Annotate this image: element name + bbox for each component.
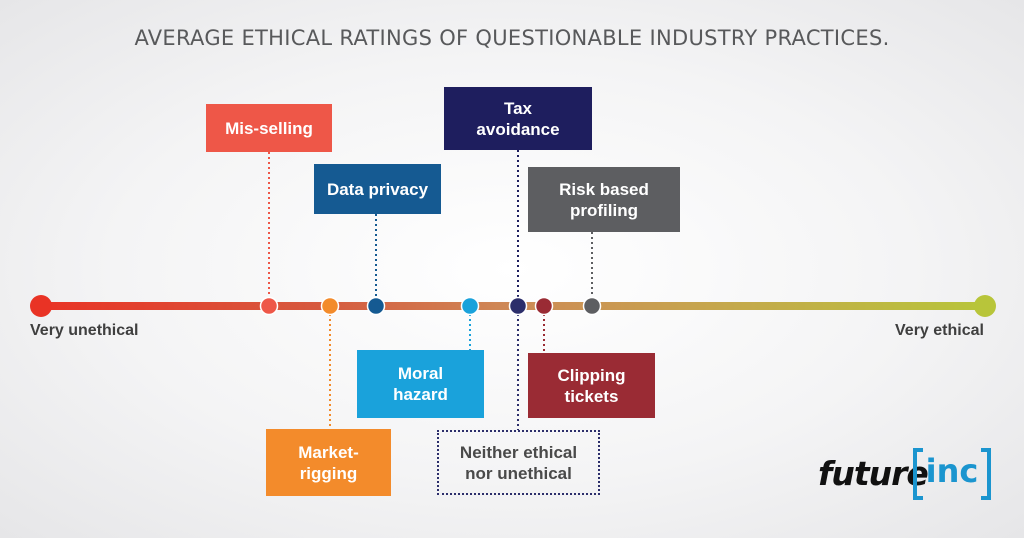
practice-box-data-privacy: Data privacy — [314, 164, 441, 214]
marker-mis-selling — [259, 296, 279, 316]
practice-box-tax-avoidance: Tax avoidance — [444, 87, 592, 150]
marker-data-privacy — [366, 296, 386, 316]
practice-label-mis-selling: Mis-selling — [225, 118, 313, 138]
logo-bracket: inc — [913, 448, 991, 500]
practice-label-tax-avoidance: Tax avoidance — [476, 98, 560, 139]
scale-left-label: Very unethical — [30, 322, 139, 339]
practice-label-risk-based-profiling: Risk based profiling — [559, 179, 649, 220]
marker-market-rigging — [320, 296, 340, 316]
practice-box-clipping-tickets: Clipping tickets — [528, 353, 655, 418]
marker-clipping-tickets — [534, 296, 554, 316]
practice-label-moral-hazard: Moral hazard — [393, 364, 448, 404]
practice-label-market-rigging: Market- rigging — [298, 442, 359, 483]
practice-label-data-privacy: Data privacy — [326, 179, 429, 199]
marker-risk-based-profiling — [582, 296, 602, 316]
practice-box-neither-ethical: Neither ethical nor unethical — [437, 430, 600, 495]
logo-word: future — [818, 454, 929, 493]
practice-box-moral-hazard: Moral hazard — [357, 350, 484, 418]
practice-box-risk-based-profiling: Risk based profiling — [528, 167, 680, 232]
scale-end-right-dot — [974, 295, 996, 317]
scale-end-left-dot — [30, 295, 52, 317]
marker-neither — [508, 296, 528, 316]
practice-label-neither-ethical: Neither ethical nor unethical — [459, 442, 578, 483]
practice-box-mis-selling: Mis-selling — [206, 104, 332, 152]
future-inc-logo: future inc — [818, 448, 998, 510]
practice-label-clipping-tickets: Clipping tickets — [557, 365, 626, 406]
scale-right-label: Very ethical — [895, 322, 984, 339]
connector-lines — [268, 150, 593, 430]
logo-bracket-word: inc — [925, 452, 979, 490]
page-title: AVERAGE ETHICAL RATINGS OF QUESTIONABLE … — [134, 26, 890, 50]
practice-box-market-rigging: Market- rigging — [266, 429, 391, 496]
practice-markers — [259, 296, 602, 316]
marker-moral-hazard — [460, 296, 480, 316]
